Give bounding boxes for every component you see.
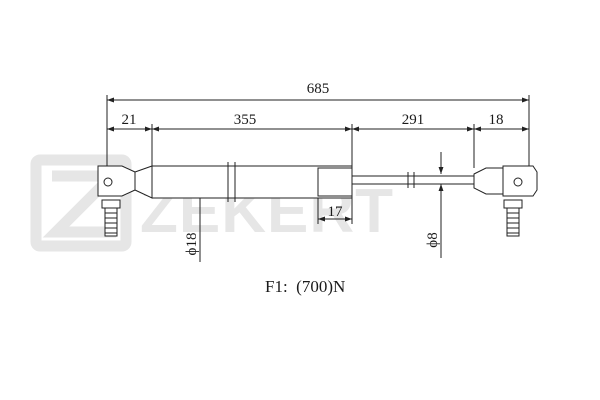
body-diameter-label: ϕ18 bbox=[184, 233, 200, 256]
left-nut bbox=[101, 199, 121, 209]
right-socket-pivot bbox=[513, 177, 523, 187]
total-length-label: 685 bbox=[307, 81, 330, 97]
left-end-cap bbox=[134, 165, 153, 199]
right-nut bbox=[503, 199, 523, 209]
left-end-label: 21 bbox=[122, 112, 137, 128]
force-rating-label: F1: (700)N bbox=[265, 277, 345, 296]
dimension-labels: 685 21 355 291 18 17 ϕ18 ϕ8 bbox=[122, 81, 504, 255]
dimension-lines bbox=[107, 97, 529, 262]
rod-length-label: 291 bbox=[402, 112, 425, 128]
left-ball-socket bbox=[97, 165, 136, 197]
right-end-label: 18 bbox=[489, 112, 504, 128]
left-socket-pivot bbox=[103, 177, 113, 187]
rod-shaft bbox=[351, 175, 475, 185]
body-length-label: 355 bbox=[234, 112, 257, 128]
cylinder-collar bbox=[317, 167, 353, 197]
cylinder-body bbox=[151, 162, 353, 202]
left-threaded-stud bbox=[104, 207, 118, 237]
collar-label: 17 bbox=[328, 204, 344, 220]
right-end-fitting bbox=[473, 165, 538, 237]
right-threaded-stud bbox=[506, 207, 520, 237]
left-end-fitting bbox=[97, 165, 153, 237]
zekert-emblem-icon bbox=[30, 154, 132, 252]
right-end-cap bbox=[473, 167, 504, 195]
rod-diameter-label: ϕ8 bbox=[425, 232, 441, 247]
